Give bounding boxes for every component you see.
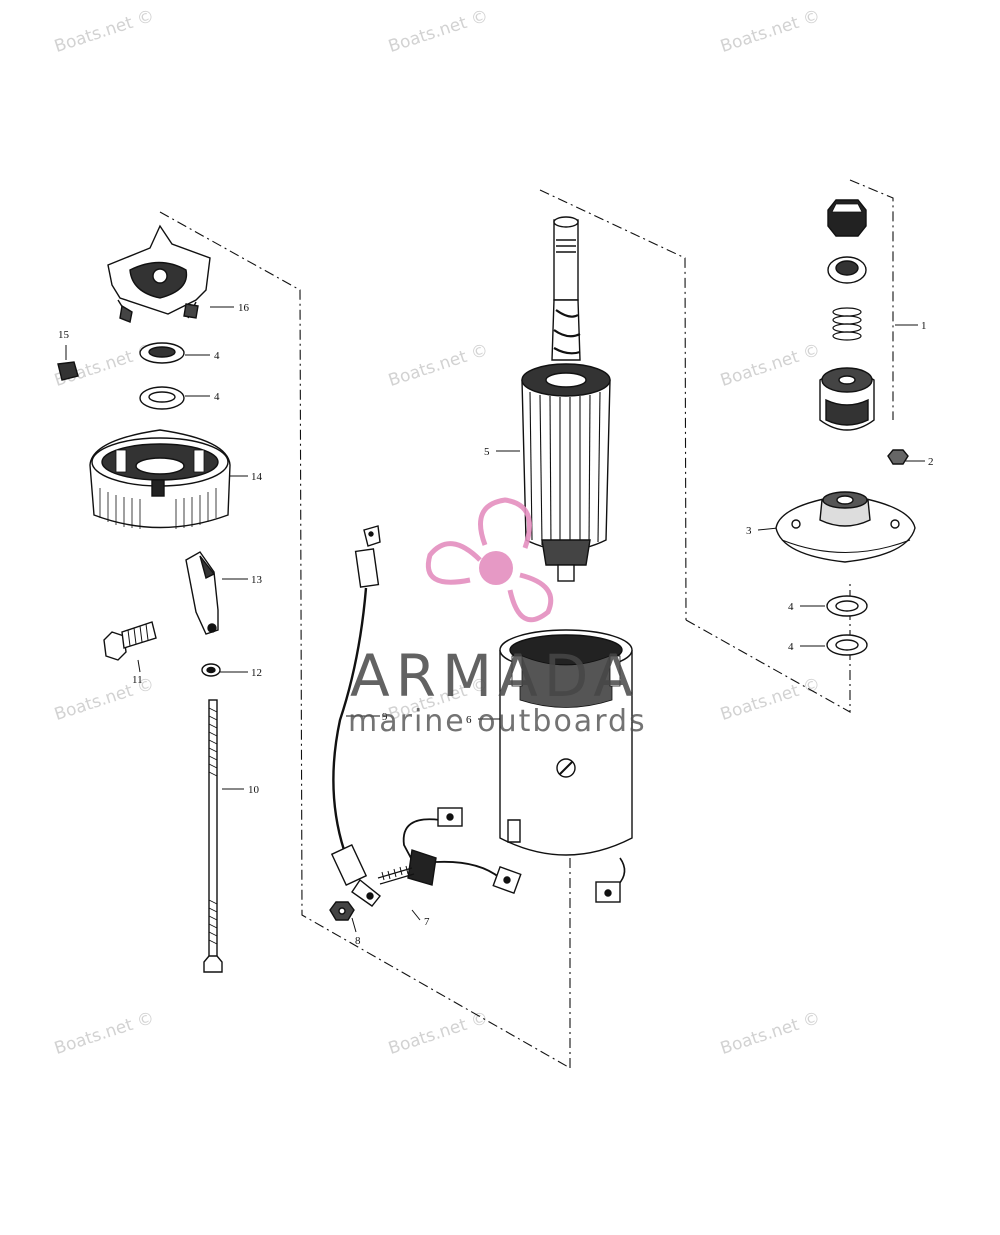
upper-end-cap — [89, 429, 231, 529]
part-label-15: 15 — [58, 329, 70, 341]
drive-spring — [832, 307, 862, 341]
small-spring — [57, 361, 79, 381]
washer-upper-b — [139, 386, 185, 410]
part-label-13: 13 — [251, 574, 263, 586]
drive-nut — [827, 199, 867, 237]
part-label-4: 4 — [788, 601, 794, 613]
part-label-9: 9 — [382, 711, 388, 723]
through-bolt — [203, 699, 223, 973]
drive-spacer — [827, 256, 867, 284]
logo-wordmark: ARMADA — [350, 642, 640, 710]
brush-plate — [107, 224, 211, 323]
part-label-10: 10 — [248, 784, 260, 796]
leader-lines — [65, 306, 925, 933]
washer-upper-a — [139, 342, 185, 364]
strap-screw — [103, 621, 157, 661]
part-label-2: 2 — [928, 456, 934, 468]
part-label-11: 11 — [132, 674, 143, 686]
part-label-6: 6 — [466, 714, 472, 726]
terminal-nut — [329, 901, 355, 921]
part-label-3: 3 — [746, 525, 752, 537]
part-label-4: 4 — [788, 641, 794, 653]
brush-assembly — [377, 807, 522, 895]
part-label-16: 16 — [238, 302, 250, 314]
part-label-7: 7 — [424, 916, 430, 928]
ground-strap — [185, 551, 219, 635]
part-label-1: 1 — [921, 320, 927, 332]
part-label-12: 12 — [251, 667, 262, 679]
part-label-4: 4 — [214, 350, 220, 362]
assembly-frame — [159, 179, 894, 1069]
propeller-logo — [426, 497, 554, 623]
washer-lower-b — [826, 634, 868, 656]
lock-washer — [201, 663, 221, 677]
part-label-5: 5 — [484, 446, 490, 458]
washer-lower-a — [826, 595, 868, 617]
armature — [521, 216, 611, 582]
field-frame — [499, 629, 633, 903]
part-label-8: 8 — [355, 935, 361, 947]
part-label-4: 4 — [214, 391, 220, 403]
lead-wire — [330, 525, 381, 907]
logo-tagline: marine outboards — [348, 704, 647, 739]
lower-end-cap — [775, 491, 916, 563]
part-label-14: 14 — [251, 471, 263, 483]
drive-small-nut — [887, 449, 909, 465]
drive-pinion — [819, 367, 875, 431]
